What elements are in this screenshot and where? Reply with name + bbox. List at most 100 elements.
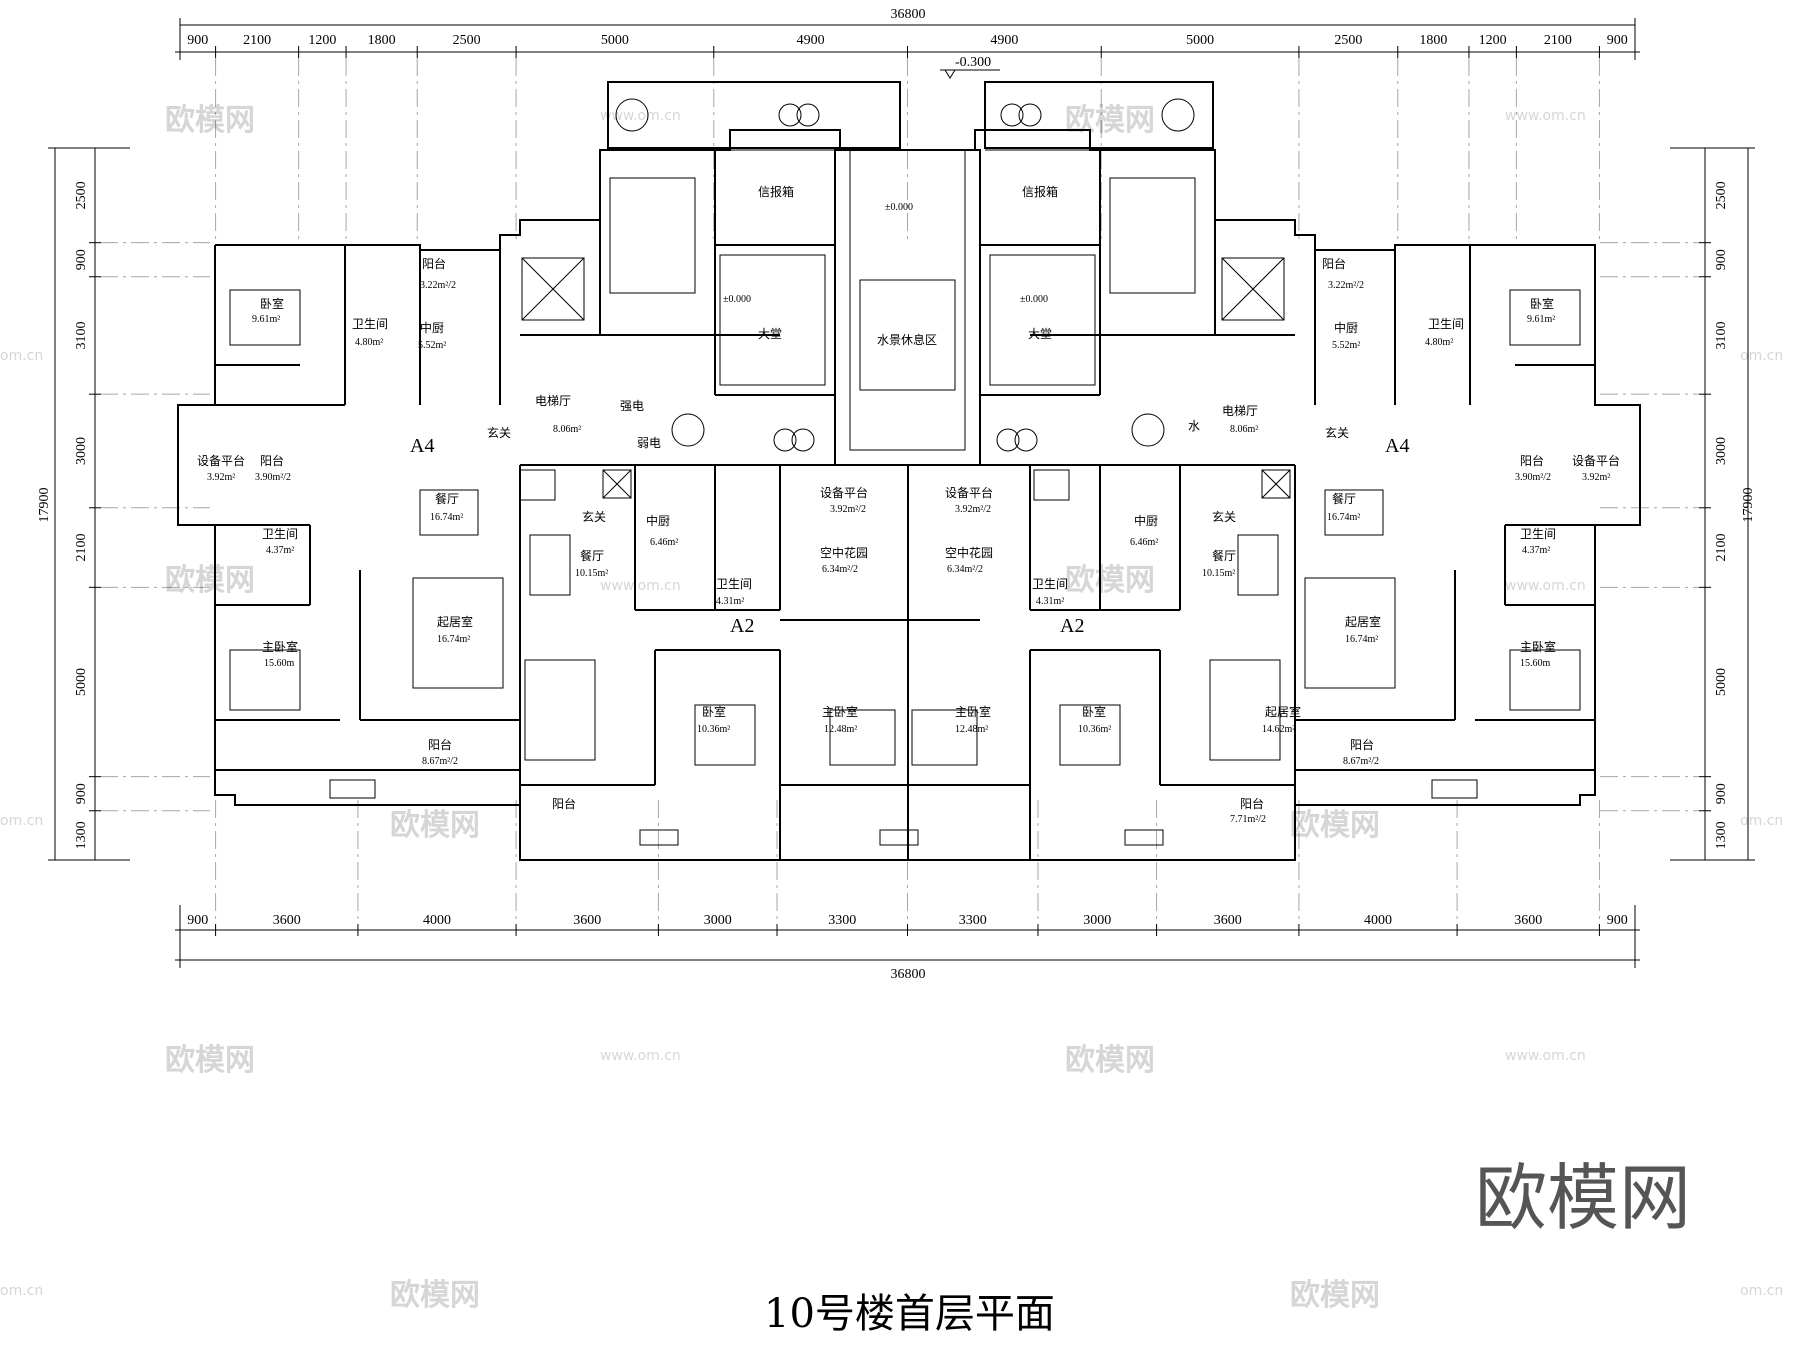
living-area: 16.74m² [1345,634,1378,645]
dimension-lines [48,18,1755,968]
kitchen-label: 中厨 [646,513,670,528]
bathroom-area: 4.80m² [1425,337,1453,348]
dimension-segment-label: 1300 [74,821,89,849]
watermark-url: www.om.cn [600,108,681,124]
entry-label: 玄关 [487,425,511,440]
kitchen-label: 中厨 [1134,513,1158,528]
entry-label: 玄关 [1325,425,1349,440]
grid-axes [100,58,1700,925]
watermark-url: om.cn [0,813,43,829]
dimension-segment-label: 5000 [74,668,89,696]
unit-a4-label: A4 [410,435,434,457]
balcony-label: 阳台 [260,453,284,468]
bathroom-area: 4.31m² [1036,596,1064,607]
level-entry: -0.300 [955,55,991,70]
equipment-area: 3.92m²/2 [955,504,991,515]
watermark-url: www.om.cn [1505,108,1586,124]
master-bedroom-area: 12.48m² [955,724,988,735]
watermark-url: www.om.cn [1505,578,1586,594]
dimension-segment-label: 4900 [797,33,825,48]
dimension-segment-label: 3600 [1514,913,1542,928]
watermark-url: www.om.cn [600,1048,681,1064]
elevator-hall-area: 8.06m² [1230,424,1258,435]
dimension-segment-label: 900 [74,249,89,270]
elevator-hall-label: 电梯厅 [1222,404,1258,418]
overall-width-top: 36800 [891,7,926,22]
watermark-url: www.om.cn [600,578,681,594]
entry-label: 玄关 [1212,509,1236,524]
balcony-label: 阳台 [1322,256,1346,271]
watermark-url: om.cn [0,1283,43,1299]
bathroom-label: 卫生间 [262,527,298,541]
equipment-area: 3.92m² [207,472,235,483]
room-labels: -0.300 信报箱 信报箱 ±0.000 ±0.000 ±0.000 大堂 大… [197,55,1620,825]
living-label: 起居室 [1345,614,1381,629]
dimension-segment-label: 1300 [1714,821,1729,849]
unit-a2-label: A2 [730,615,754,637]
bedroom-area: 10.36m² [697,724,730,735]
master-bedroom-area: 15.60m [1520,658,1551,669]
left-dimension-labels: 2500 900 3100 3000 2100 5000 900 1300 [74,181,89,849]
kitchen-area: 5.52m² [1332,340,1360,351]
watermark-url: om.cn [1740,348,1783,364]
living-label: 起居室 [1265,704,1301,719]
elevator-hall-label: 电梯厅 [535,394,571,408]
equipment-label: 设备平台 [945,485,993,500]
bedroom-area: 9.61m² [1527,314,1555,325]
lobby-label: 大堂 [1028,327,1052,341]
balcony-area: 7.71m²/2 [1230,814,1266,825]
dimension-segment-label: 3600 [1214,913,1242,928]
bedroom-area: 10.36m² [1078,724,1111,735]
dining-label: 餐厅 [580,548,604,563]
bathroom-area: 4.80m² [355,337,383,348]
watermark-text: 欧模网 [1290,1278,1380,1313]
water-label: 水 [1188,419,1200,433]
dimension-segment-label: 5000 [1186,33,1214,48]
watermark-text: 欧模网 [1065,563,1155,598]
dimension-segment-label: 3300 [828,913,856,928]
dining-area: 10.15m² [575,568,608,579]
lobby-label: 大堂 [758,327,782,341]
sky-garden-area: 6.34m²/2 [947,564,983,575]
dining-area: 16.74m² [1327,512,1360,523]
entry-label: 玄关 [582,509,606,524]
dimension-segment-label: 5000 [1714,668,1729,696]
bathroom-label: 卫生间 [716,577,752,591]
dimension-segment-label: 2500 [1714,181,1729,209]
watermark-text: 欧模网 [1290,808,1380,843]
overall-depth-left: 17900 [37,488,52,523]
living-area: 14.62m² [1262,724,1295,735]
dimension-segment-label: 2100 [243,33,271,48]
watermark-text: 欧模网 [165,1043,255,1078]
dimension-segment-label: 900 [1607,913,1628,928]
dimension-segment-label: 900 [1714,783,1729,804]
dimension-segment-label: 3100 [74,321,89,349]
dimension-ticks [89,46,1711,936]
bathroom-area: 4.37m² [1522,545,1550,556]
dimension-segment-label: 900 [74,783,89,804]
dimension-segment-label: 4900 [990,33,1018,48]
master-bedroom-label: 主卧室 [1520,639,1556,654]
watermark-layer: 欧模网 www.om.cn 欧模网 www.om.cn om.cn om.cn … [0,103,1783,1313]
balcony-label: 阳台 [552,796,576,811]
master-bedroom-label: 主卧室 [822,704,858,719]
elevator-hall-area: 8.06m² [553,424,581,435]
dimension-segment-label: 3300 [959,913,987,928]
kitchen-label: 中厨 [1334,320,1358,335]
dimension-segment-label: 2500 [74,181,89,209]
bedroom-label: 卧室 [260,296,284,311]
dimension-segment-label: 2100 [74,534,89,562]
balcony-area: 3.90m²/2 [255,472,291,483]
dining-label: 餐厅 [1332,491,1356,506]
bathroom-label: 卫生间 [1032,577,1068,591]
dining-label: 餐厅 [435,491,459,506]
unit-a2-label: A2 [1060,615,1084,637]
dimension-segment-label: 3000 [74,437,89,465]
level-lobby: ±0.000 [885,202,913,213]
brand-logo-text: 欧模网 [1475,1156,1691,1240]
balcony-label: 阳台 [1520,453,1544,468]
balcony-label: 阳台 [422,256,446,271]
mailbox-label: 信报箱 [1022,184,1058,199]
dimension-segment-label: 2500 [453,33,481,48]
